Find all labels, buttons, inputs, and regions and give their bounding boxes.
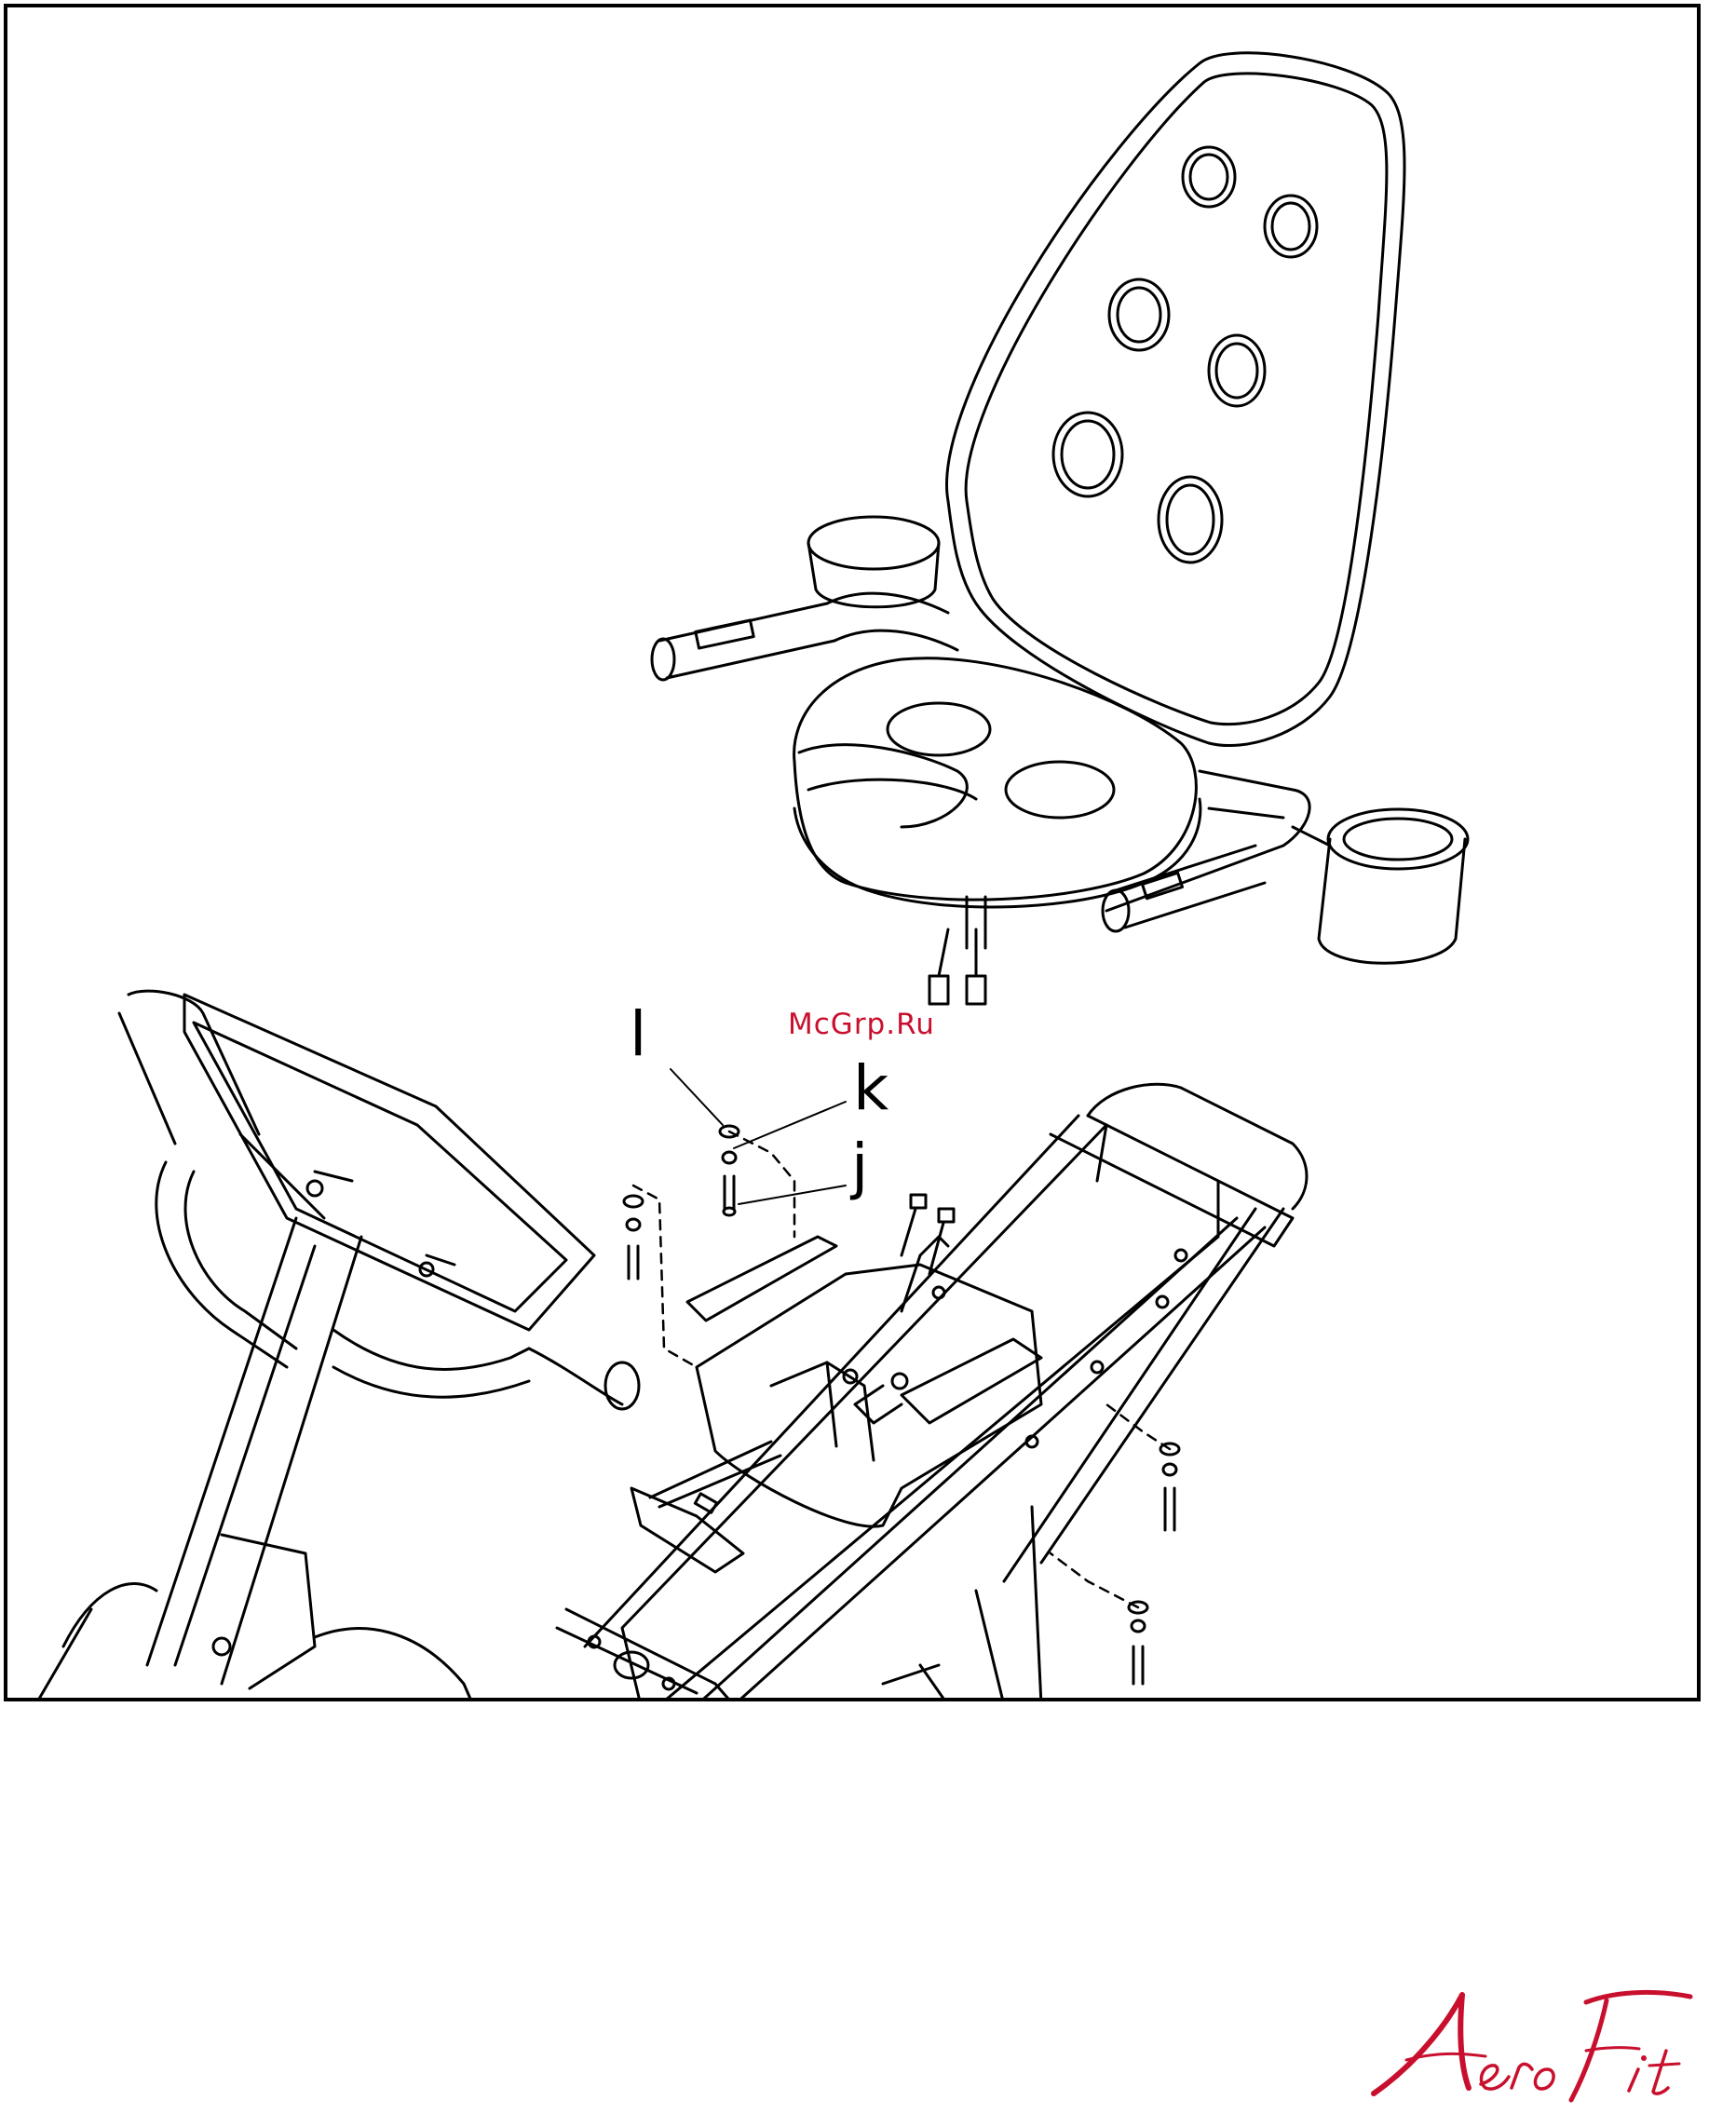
callout-j: j — [851, 1136, 868, 1198]
watermark-text: McGrp.Ru — [788, 1008, 935, 1041]
aerofit-logo — [1355, 1984, 1700, 2105]
callout-l: l — [630, 1004, 646, 1065]
seat-assembly — [652, 53, 1468, 1004]
backrest-holes — [1053, 147, 1317, 562]
assembly-figure: l k j McGrp.Ru — [4, 4, 1701, 1701]
callout-k: k — [853, 1058, 888, 1119]
console-assembly — [35, 991, 639, 1701]
assembly-drawing — [7, 7, 1701, 1701]
frame-rail — [557, 1084, 1307, 1701]
hardware — [624, 1069, 1179, 1684]
